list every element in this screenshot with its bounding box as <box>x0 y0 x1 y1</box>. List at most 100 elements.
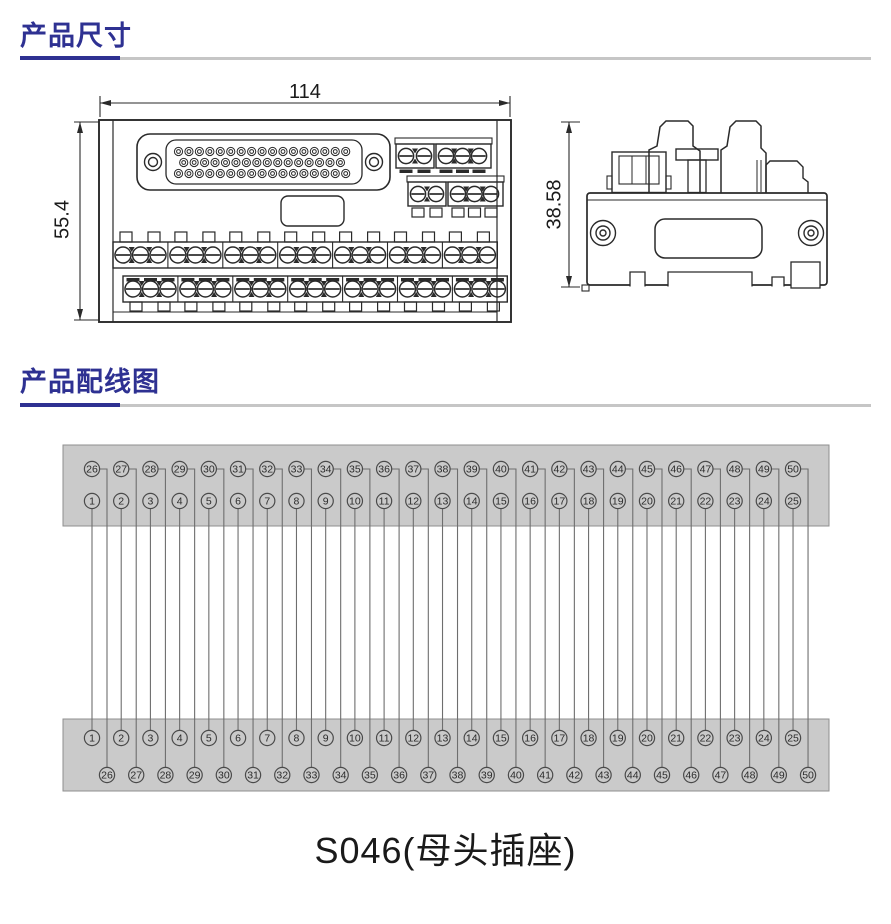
pin-number: 43 <box>583 464 595 476</box>
pin-circle <box>405 492 422 510</box>
pin-circle <box>784 729 802 747</box>
pin-number: 31 <box>247 770 259 782</box>
pin-circle <box>303 766 320 784</box>
pin-circle <box>638 729 656 747</box>
pin-number: 26 <box>86 464 98 476</box>
pin-number: 49 <box>758 464 770 476</box>
pin-number: 34 <box>320 464 332 476</box>
section-underline-gray <box>120 57 871 60</box>
pin-labels: 2611262722272833282944293055303166313277… <box>86 464 814 782</box>
pin-circle <box>668 729 685 747</box>
pin-number: 5 <box>206 733 212 745</box>
pin-circle <box>317 729 334 747</box>
height-dimension-line <box>74 121 99 321</box>
pin-circle <box>507 766 525 784</box>
pin-number: 39 <box>466 464 478 476</box>
pin-circle <box>492 729 510 747</box>
pin-circle <box>624 766 641 784</box>
front-view-drawing <box>74 96 512 323</box>
pin-number: 14 <box>466 733 478 745</box>
pin-number: 37 <box>422 770 434 782</box>
pin-number: 22 <box>700 733 712 745</box>
pin-circle <box>521 460 539 478</box>
pin-number: 4 <box>177 733 183 745</box>
section-title-wiring: 产品配线图 <box>20 367 160 397</box>
bottom-terminal-rows <box>112 231 508 312</box>
pin-circle <box>113 460 130 478</box>
pin-number: 30 <box>203 464 215 476</box>
pin-circle <box>259 460 276 478</box>
pin-number: 5 <box>206 496 212 508</box>
pin-number: 19 <box>612 733 624 745</box>
pin-number: 31 <box>232 464 244 476</box>
pin-number: 28 <box>145 464 157 476</box>
pin-number: 46 <box>670 464 682 476</box>
pin-circle <box>113 729 130 747</box>
pin-circle <box>434 729 451 747</box>
pin-number: 27 <box>115 464 127 476</box>
pin-number: 10 <box>349 496 361 508</box>
pin-circle <box>405 729 422 747</box>
pin-number: 20 <box>641 496 653 508</box>
pin-circle <box>83 460 101 478</box>
pin-number: 35 <box>364 770 376 782</box>
pin-number: 11 <box>379 733 390 745</box>
pin-number: 39 <box>481 770 493 782</box>
pin-circle <box>755 460 773 478</box>
pin-number: 45 <box>656 770 668 782</box>
pin-number: 15 <box>495 733 507 745</box>
pin-number: 50 <box>787 464 799 476</box>
pin-circle <box>770 766 788 784</box>
pin-circle <box>726 729 743 747</box>
pin-number: 8 <box>294 733 300 745</box>
pin-circle <box>200 460 218 478</box>
pin-number: 45 <box>641 464 653 476</box>
pin-number: 50 <box>802 770 814 782</box>
pin-number: 21 <box>670 496 682 508</box>
pin-number: 13 <box>437 496 449 508</box>
pin-number: 30 <box>218 770 230 782</box>
pin-circle <box>229 729 247 747</box>
pin-circle <box>83 492 101 510</box>
side-center-recess <box>654 218 763 259</box>
pin-number: 42 <box>569 770 581 782</box>
pin-number: 24 <box>758 496 770 508</box>
pin-number: 35 <box>349 464 361 476</box>
pin-circle <box>317 492 334 510</box>
side-top-components <box>606 120 809 194</box>
pin-circle <box>609 492 626 510</box>
pin-circle <box>346 460 364 478</box>
pin-number: 42 <box>554 464 566 476</box>
pin-circle <box>288 729 305 747</box>
pin-circle <box>244 766 262 784</box>
pin-circle <box>726 460 743 478</box>
pin-circle <box>434 492 451 510</box>
pin-number: 6 <box>235 733 241 745</box>
wires <box>91 468 809 768</box>
pin-circle <box>375 460 393 478</box>
pin-circle <box>171 729 188 747</box>
pin-circle <box>580 729 597 747</box>
pin-number: 40 <box>495 464 507 476</box>
pin-circle <box>229 460 247 478</box>
pin-number: 25 <box>787 496 799 508</box>
pin-number: 11 <box>379 496 390 508</box>
pin-circle <box>536 766 554 784</box>
pin-number: 25 <box>787 733 799 745</box>
pin-number: 48 <box>744 770 756 782</box>
pin-circle <box>668 460 685 478</box>
width-dimension-line <box>99 96 511 117</box>
pin-number: 22 <box>700 496 712 508</box>
pin-number: 49 <box>773 770 785 782</box>
pin-circle <box>697 729 714 747</box>
pin-number: 37 <box>407 464 419 476</box>
pin-number: 7 <box>264 733 270 745</box>
pin-circle <box>405 460 422 478</box>
pin-number: 28 <box>160 770 172 782</box>
pin-number: 4 <box>177 496 183 508</box>
pin-circle <box>113 492 130 510</box>
pin-number: 47 <box>715 770 727 782</box>
pin-circle <box>784 492 802 510</box>
side-height-dimension-value: 38.58 <box>543 179 566 230</box>
pin-number: 41 <box>539 770 551 782</box>
